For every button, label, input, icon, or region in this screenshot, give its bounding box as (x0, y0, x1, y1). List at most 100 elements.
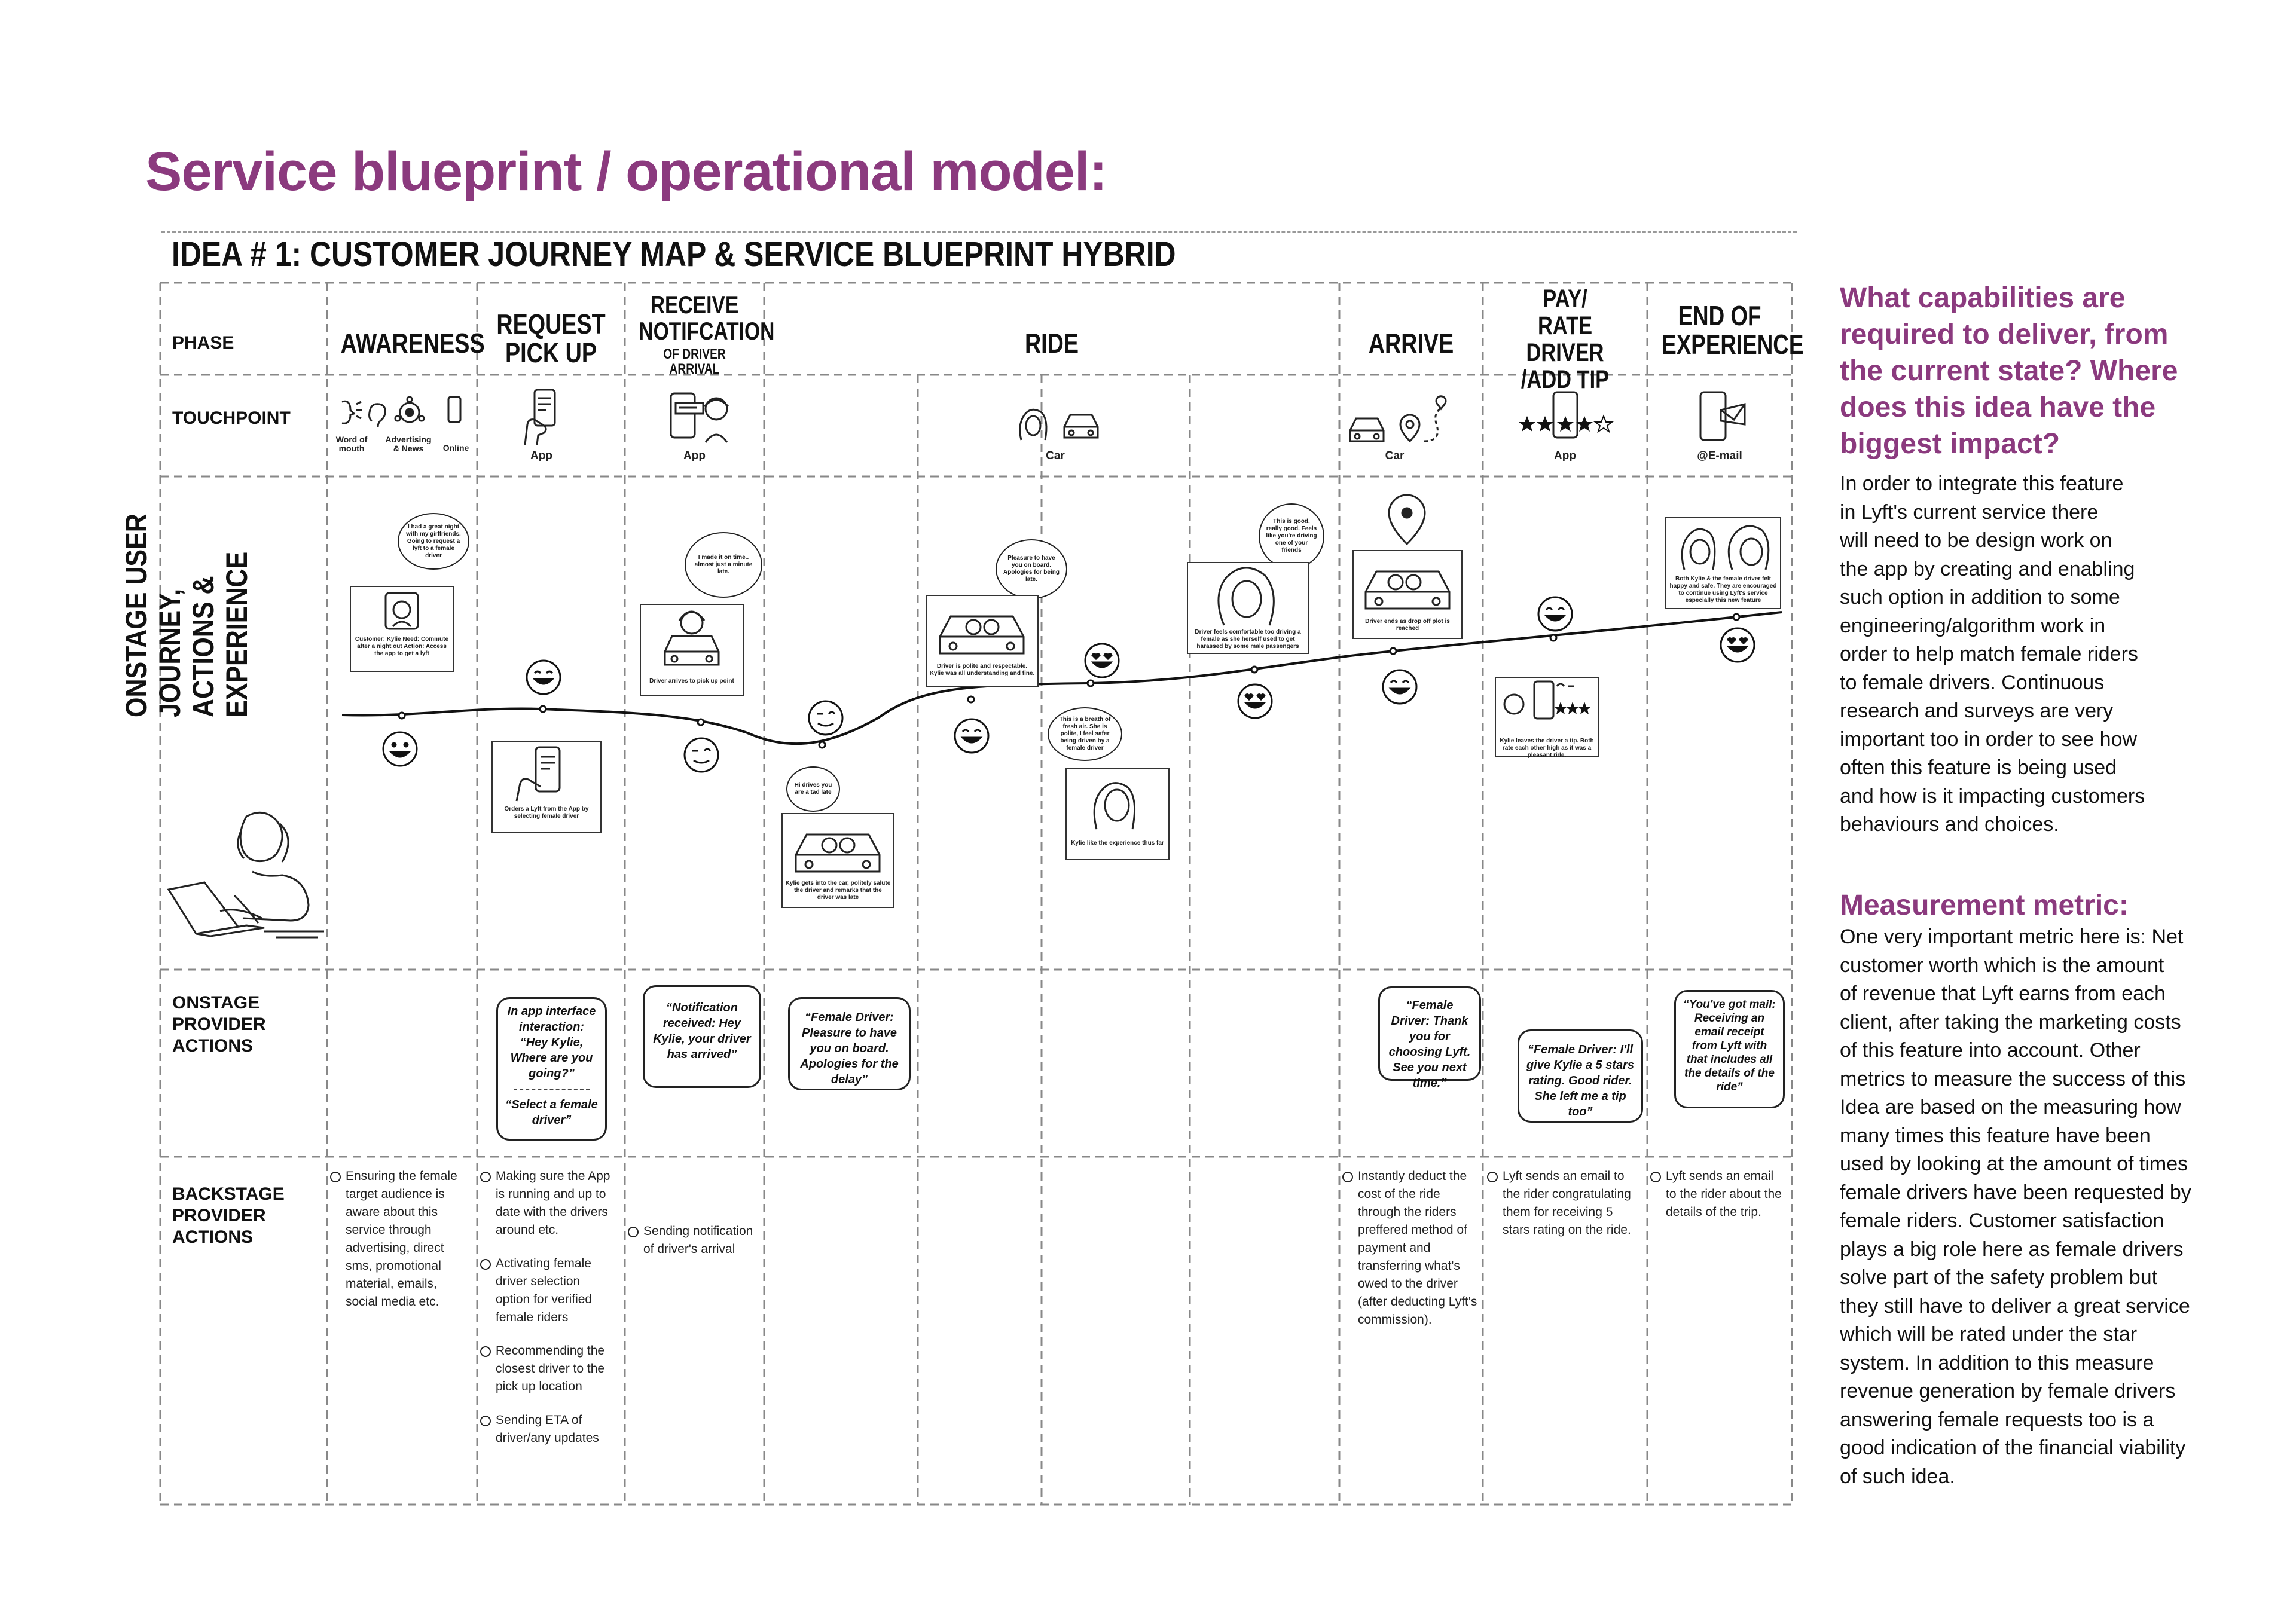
smiley-icon (382, 731, 418, 767)
ear-icon (368, 403, 386, 427)
heart-eyes-icon (1237, 683, 1273, 719)
driver-face-icon (704, 397, 728, 421)
backstage-notify: Sending notification of driver's arrival (628, 1222, 759, 1274)
wink-icon (808, 700, 844, 736)
network-icon (399, 402, 420, 423)
thought-bubble-ride-3: This is a breath of fresh air. She is po… (1048, 707, 1122, 761)
backstage-awareness: Ensuring the female target audience is a… (330, 1167, 465, 1326)
page-title: Service blueprint / operational model: (145, 141, 1107, 202)
journey-caption-ride-4: Driver feels comfortable too driving a f… (1195, 629, 1301, 650)
journey-frame-pay: Kylie leaves the driver a tip. Both rate… (1495, 677, 1599, 759)
journey-caption-ride-2: Driver is polite and respectable. Kylie … (929, 663, 1035, 677)
smiley-icon (1537, 596, 1573, 632)
journey-frame-request: Orders a Lyft from the App by selecting … (491, 741, 602, 833)
heart-eyes-icon (1084, 643, 1120, 678)
onstage-pay-bubble: “Female Driver: I'll give Kylie a 5 star… (1518, 1029, 1643, 1123)
journey-caption-end: Both Kylie & the female driver felt happ… (1669, 576, 1777, 604)
backstage-arrive: Instantly deduct the cost of the ride th… (1342, 1167, 1480, 1344)
journey-frame-awareness: Customer: Kylie Need: Commute after a ni… (350, 586, 454, 672)
backstage-item: Activating female driver selection optio… (480, 1255, 612, 1326)
tp-notify-app: App (683, 450, 706, 462)
onstage-arrive-bubble: “Female Driver: Thank you for choosing L… (1378, 986, 1481, 1090)
journey-frame-ride-1: Kylie gets into the car, politely salute… (781, 813, 894, 908)
car-icon (1349, 417, 1385, 442)
wink-icon (683, 737, 719, 773)
journey-frame-ride-2: Driver is polite and respectable. Kylie … (926, 595, 1039, 687)
arrive-touchpoint-icons (1349, 395, 1447, 443)
backstage-item: Sending ETA of driver/any updates (480, 1411, 612, 1447)
tp-advertising-news: Advertising& News (385, 435, 432, 453)
phase-awareness: AWARENESS (340, 328, 485, 359)
ride-touchpoint-icons (1019, 408, 1099, 441)
journey-caption-ride-3: Kylie like the experience thus far (1071, 840, 1164, 846)
onstage-notify-bubble: “Notification received: Hey Kylie, your … (643, 985, 761, 1088)
onstage-request-bubble: In app interface interaction: “Hey Kylie… (496, 997, 607, 1141)
blueprint-subtitle: IDEA # 1: CUSTOMER JOURNEY MAP & SERVICE… (172, 235, 1176, 274)
backstage-item: Ensuring the female target audience is a… (330, 1167, 465, 1311)
location-pin-icon (1388, 494, 1426, 546)
capabilities-question: What capabilities are required to delive… (1840, 282, 2178, 460)
backstage-item: Lyft sends an email to the rider about t… (1650, 1167, 1785, 1221)
phase-pay-rate: PAY/RATE DRIVER/ADD TIP (1521, 285, 1610, 395)
thought-bubble-ride-1: Hi drives you are a tad late (786, 766, 840, 812)
journey-caption-ride-1: Kylie gets into the car, politely salute… (785, 880, 891, 901)
journey-caption-notify: Driver arrives to pick up point (649, 678, 734, 684)
backstage-pay: Lyft sends an email to the rider congrat… (1487, 1167, 1642, 1255)
phase-ride: RIDE (1024, 328, 1079, 359)
tp-end-email: @E-mail (1697, 450, 1742, 462)
thought-bubble-notify: I made it on time.. almost just a minute… (685, 532, 762, 598)
journey-frame-notify: Driver arrives to pick up point (640, 604, 744, 696)
journey-caption-request: Orders a Lyft from the App by selecting … (504, 806, 589, 820)
backstage-item: Recommending the closest driver to the p… (480, 1342, 612, 1396)
smiley-icon (1382, 669, 1418, 705)
touchpoint-label: TOUCHPOINT (172, 408, 291, 428)
awareness-touchpoint-icons (341, 396, 462, 427)
onstage-end-bubble: “You've got mail: Receiving an email rec… (1674, 990, 1785, 1108)
thought-bubble-ride-2: Pleasure to have you on board. Apologies… (996, 539, 1067, 599)
journey-frame-arrive: Driver ends as drop off plot is reached (1352, 550, 1463, 639)
tp-online: Online (442, 443, 469, 453)
mobile-icon (447, 396, 462, 423)
onstage-ride-bubble: “Female Driver: Pleasure to have you on … (788, 997, 911, 1090)
thought-bubble-ride-4: This is good, really good. Feels like yo… (1259, 503, 1324, 569)
smiley-icon (526, 659, 561, 695)
phone-notification-icon (670, 392, 729, 443)
journey-frame-end: Both Kylie & the female driver felt happ… (1665, 517, 1781, 609)
heart-eyes-icon (1720, 627, 1755, 663)
tp-pay-app: App (1554, 450, 1576, 462)
tp-ride-car: Car (1046, 450, 1065, 462)
tp-arrive-car: Car (1385, 450, 1405, 462)
journey-caption-awareness: Customer: Kylie Need: Commute after a ni… (355, 636, 449, 657)
journey-caption-pay: Kylie leaves the driver a tip. Both rate… (1500, 738, 1594, 759)
backstage-item: Instantly deduct the cost of the ride th… (1342, 1167, 1480, 1329)
journey-frame-ride-3: Kylie like the experience thus far (1065, 768, 1170, 860)
woman-face-icon (1019, 408, 1048, 441)
speech-icon (341, 400, 356, 424)
email-phone-icon (1699, 391, 1746, 441)
backstage-item: Making sure the App is running and up to… (480, 1167, 612, 1239)
tp-request-app: App (530, 450, 552, 462)
phase-label: PHASE (172, 333, 234, 353)
journey-caption-arrive: Driver ends as drop off plot is reached (1365, 618, 1450, 632)
thought-bubble-awareness: I had a great night with my girlfriends.… (398, 513, 469, 570)
backstage-item: Sending notification of driver's arrival (628, 1222, 759, 1258)
smiley-icon (954, 718, 990, 754)
measurement-metric-title: Measurement metric: (1840, 890, 2129, 921)
title-divider (161, 231, 1797, 233)
stars-icon (1519, 391, 1614, 439)
backstage-end: Lyft sends an email to the rider about t… (1650, 1167, 1785, 1237)
phase-arrive: ARRIVE (1368, 328, 1454, 359)
hand-phone-icon (524, 389, 556, 445)
car-icon (1063, 414, 1099, 439)
backstage-item: Lyft sends an email to the rider congrat… (1487, 1167, 1642, 1239)
location-pin-icon (1399, 414, 1421, 443)
journey-frame-ride-4: Driver feels comfortable too driving a f… (1187, 562, 1309, 654)
